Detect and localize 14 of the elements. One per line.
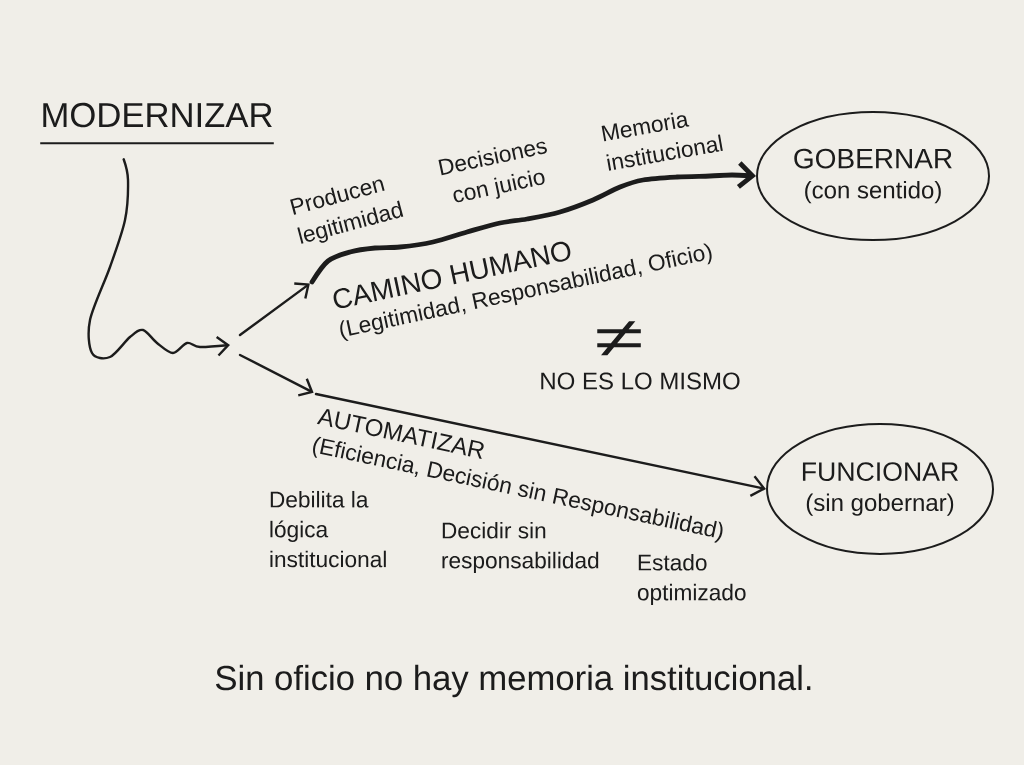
- arrow: [238, 353, 314, 397]
- annotation-text: Estado optimizado: [637, 553, 746, 605]
- annotation-text: NO ES LO MISMO: [541, 372, 740, 390]
- arrow: [314, 392, 766, 497]
- annotation-text: Memoria institucional: [601, 112, 723, 171]
- wavy-arrow: [87, 158, 230, 360]
- wavy-arrow: [309, 161, 756, 285]
- not-equal-sign: ≠: [597, 321, 641, 356]
- underlined-heading: MODERNIZAR: [40, 102, 274, 145]
- caption-text: Sin oficio no hay memoria institucional.: [215, 664, 811, 698]
- annotation-text: Decidir sin responsabilidad: [442, 521, 599, 573]
- annotation-text: Decisiones con juicio: [438, 141, 547, 203]
- arrow: [238, 282, 310, 337]
- annotation-text: Debilita la lógica institucional: [270, 490, 386, 568]
